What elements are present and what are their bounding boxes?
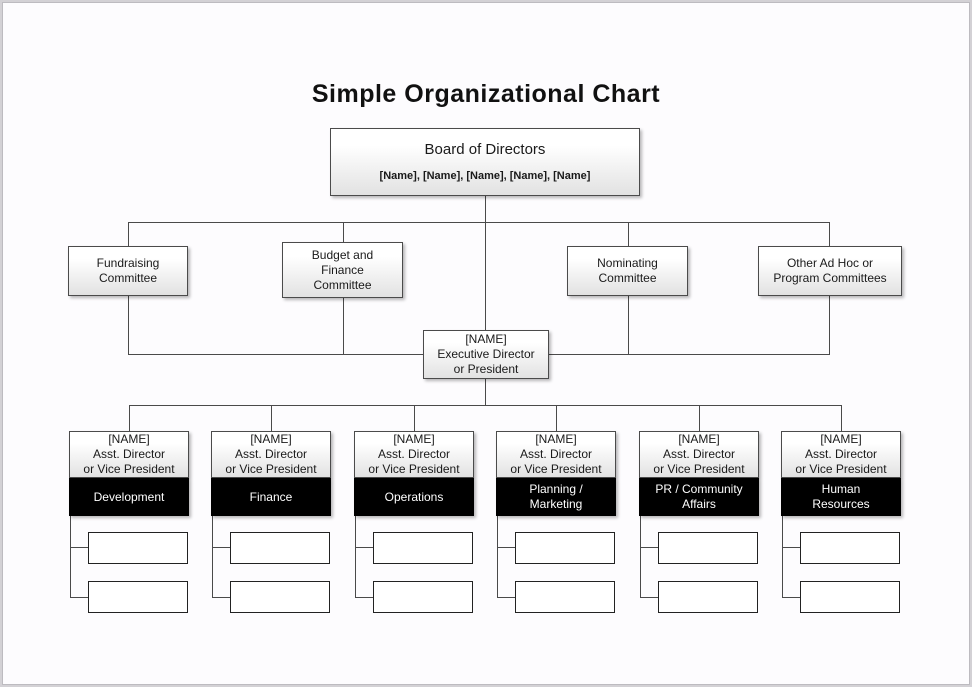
empty-staff-box <box>373 532 473 564</box>
committee-box-budget-finance: Budget and Finance Committee <box>282 242 403 298</box>
empty-staff-box <box>800 532 900 564</box>
committee-label-line: Fundraising <box>96 256 160 270</box>
empty-staff-box <box>230 581 330 613</box>
board-title: Board of Directors <box>424 140 546 158</box>
dept-head-line: Asst. Director <box>92 447 165 461</box>
exec-label-line: Executive Director <box>437 347 535 361</box>
page-title: Simple Organizational Chart <box>311 79 661 108</box>
dept-head-line: or Vice President <box>368 462 460 476</box>
connector-dept1-stub <box>129 405 130 432</box>
connector-staff-vertical-planning-marketing <box>497 516 498 598</box>
connector-dept6-stub <box>841 405 842 432</box>
dept-head-line: or Vice President <box>795 462 887 476</box>
empty-staff-box <box>658 532 758 564</box>
connector-staff-stub-finance <box>213 547 231 548</box>
connector-staff-stub-human-resources <box>783 547 801 548</box>
dept-label-box-finance: Finance <box>211 478 331 516</box>
exec-label-line: [NAME] <box>465 332 507 346</box>
dept-label-line: Operations <box>384 489 444 504</box>
dept-head-line: or Vice President <box>653 462 745 476</box>
committee-box-fundraising: Fundraising Committee <box>68 246 188 296</box>
committee-label-line: Other Ad Hoc or <box>786 256 874 270</box>
connector-staff-stub-development <box>71 597 89 598</box>
dept-head-line: Asst. Director <box>662 447 735 461</box>
committee-label-line: Committee <box>313 277 372 292</box>
connector-staff-stub-operations <box>356 547 374 548</box>
committee-label-line: Committee <box>98 271 157 285</box>
connector-staff-vertical-human-resources <box>782 516 783 598</box>
connector-dept2-stub <box>271 405 272 432</box>
empty-staff-box <box>88 581 188 613</box>
connector-staff-vertical-pr-community <box>640 516 641 598</box>
empty-staff-box <box>515 532 615 564</box>
dept-label-line: Resources <box>812 497 870 511</box>
dept-head-line: [NAME] <box>250 432 292 446</box>
connector-staff-stub-operations <box>356 597 374 598</box>
dept-label-line: Planning / <box>529 482 583 496</box>
dept-head-line: Asst. Director <box>377 447 450 461</box>
connector-staff-stub-pr-community <box>641 547 659 548</box>
connector-dept4-stub <box>556 405 557 432</box>
dept-label-box-planning-marketing: Planning /Marketing <box>496 478 616 516</box>
connector-staff-stub-planning-marketing <box>498 547 516 548</box>
dept-head-line: or Vice President <box>225 462 317 476</box>
committee-box-nominating: Nominating Committee <box>567 246 688 296</box>
connector-staff-stub-pr-community <box>641 597 659 598</box>
dept-label-line: Marketing <box>529 497 583 511</box>
dept-head-line: Asst. Director <box>234 447 307 461</box>
dept-label-line: Development <box>93 489 165 504</box>
connector-departments-horizontal <box>129 405 842 406</box>
board-members: [Name], [Name], [Name], [Name], [Name] <box>379 169 591 182</box>
dept-head-line: [NAME] <box>535 432 577 446</box>
committee-label-line: Budget and <box>311 247 374 262</box>
empty-staff-box <box>658 581 758 613</box>
connector-staff-vertical-development <box>70 516 71 598</box>
connector-staff-stub-planning-marketing <box>498 597 516 598</box>
committee-label-line: Nominating <box>597 256 658 270</box>
connector-staff-vertical-operations <box>355 516 356 598</box>
connector-dept5-stub <box>699 405 700 432</box>
empty-staff-box <box>515 581 615 613</box>
dept-head-line: Asst. Director <box>519 447 592 461</box>
committee-label-line: Program Committees <box>773 271 887 285</box>
connector-staff-stub-finance <box>213 597 231 598</box>
connector-staff-vertical-finance <box>212 516 213 598</box>
board-of-directors-box: Board of Directors [Name], [Name], [Name… <box>330 128 640 196</box>
dept-head-line: Asst. Director <box>804 447 877 461</box>
connector-staff-stub-human-resources <box>783 597 801 598</box>
executive-director-box: [NAME] Executive Director or President <box>423 330 549 379</box>
exec-label-line: or President <box>453 362 519 376</box>
dept-head-line: [NAME] <box>678 432 720 446</box>
connector-dept3-stub <box>414 405 415 432</box>
dept-head-line: [NAME] <box>820 432 862 446</box>
dept-label-line: Finance <box>249 489 293 504</box>
dept-label-box-operations: Operations <box>354 478 474 516</box>
committee-label-line: Finance <box>321 262 364 277</box>
connector-staff-stub-development <box>71 547 89 548</box>
dept-head-line: [NAME] <box>393 432 435 446</box>
committee-box-other-adhoc: Other Ad Hoc or Program Committees <box>758 246 902 296</box>
dept-label-line: PR / Community <box>655 482 743 496</box>
connector-board-to-exec-vertical <box>485 196 486 405</box>
dept-label-line: Affairs <box>682 497 716 511</box>
connector-committees-horizontal <box>128 222 830 223</box>
empty-staff-box <box>373 581 473 613</box>
committee-label-line: Committee <box>598 271 657 285</box>
empty-staff-box <box>88 532 188 564</box>
dept-label-box-development: Development <box>69 478 189 516</box>
dept-head-line: [NAME] <box>108 432 150 446</box>
dept-label-line: Human <box>821 482 861 496</box>
empty-staff-box <box>230 532 330 564</box>
empty-staff-box <box>800 581 900 613</box>
dept-head-line: or Vice President <box>510 462 602 476</box>
dept-head-line: or Vice President <box>83 462 175 476</box>
